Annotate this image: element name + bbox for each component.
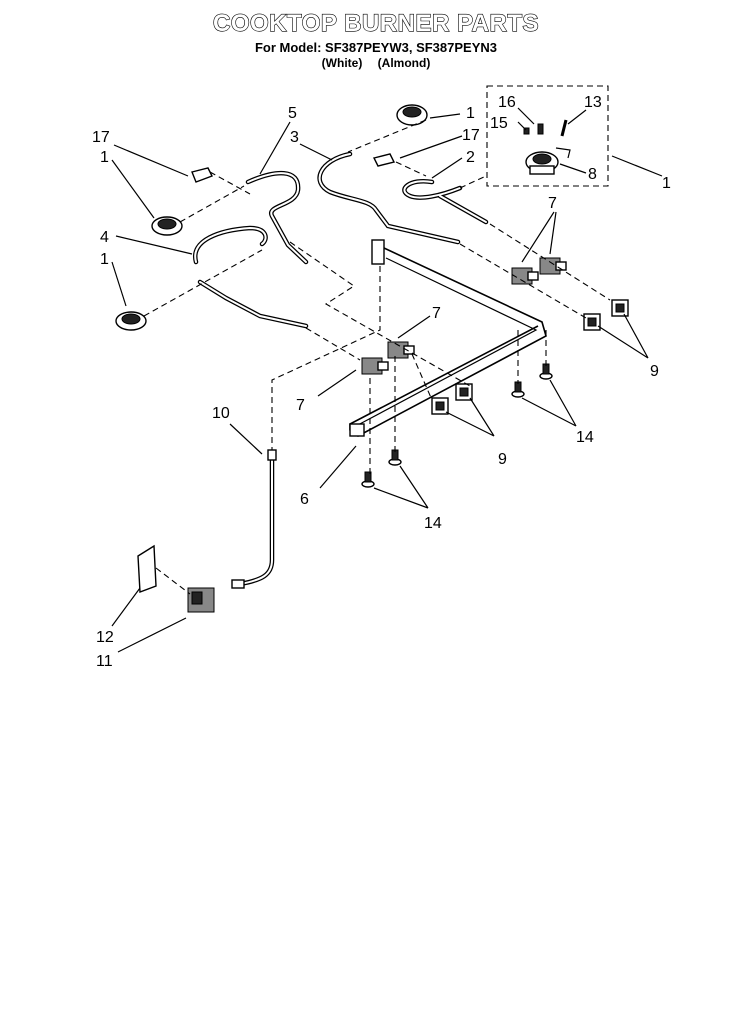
- valve-a: [361, 357, 389, 375]
- callout-labels: 17 1 4 1 5 3 1 17 2 16 15 13 8 1 7 9 7 7…: [92, 94, 671, 670]
- diagram-title: COOKTOP BURNER PARTS: [212, 9, 540, 37]
- callout-14-right: 14: [576, 429, 594, 446]
- gas-tubes: [193, 151, 489, 587]
- alignment-lines: [143, 119, 611, 595]
- burner-detail: [525, 151, 559, 175]
- callout-5: 5: [288, 105, 297, 122]
- manifold-pipe: [349, 239, 547, 437]
- callout-4: 4: [100, 229, 109, 246]
- callout-16: 16: [498, 94, 516, 111]
- brackets: [191, 153, 396, 183]
- callout-3: 3: [290, 129, 299, 146]
- regulator-assembly: [137, 449, 277, 613]
- callout-1-top: 1: [466, 105, 475, 122]
- callout-1-upper-left: 1: [100, 149, 109, 166]
- burner-rear-right: [396, 104, 428, 126]
- variant-almond: (Almond): [377, 56, 431, 70]
- valve-b: [387, 341, 415, 359]
- burner-front-left: [115, 311, 147, 331]
- callout-1-lower-left: 1: [100, 251, 109, 268]
- callout-7-left: 7: [296, 397, 305, 414]
- variant-white: (White): [321, 56, 363, 70]
- callout-8: 8: [588, 166, 597, 183]
- callout-17-left: 17: [92, 129, 110, 146]
- callout-9-lower: 9: [498, 451, 507, 468]
- valves: [361, 257, 567, 375]
- callout-9-right: 9: [650, 363, 659, 380]
- callout-7-center: 7: [432, 305, 441, 322]
- variant-line: (White) (Almond): [0, 56, 752, 70]
- callout-7-right: 7: [548, 195, 557, 212]
- callout-15: 15: [490, 115, 508, 132]
- callout-13: 13: [584, 94, 602, 111]
- callout-6: 6: [300, 491, 309, 508]
- burner-heads: [115, 104, 559, 331]
- callout-1-right: 1: [662, 175, 671, 192]
- leader-lines: [111, 107, 663, 653]
- orifice-holders: [431, 299, 629, 415]
- callout-17-right: 17: [462, 127, 480, 144]
- valve-d: [539, 257, 567, 275]
- callout-14-lower: 14: [424, 515, 442, 532]
- callout-10: 10: [212, 405, 230, 422]
- model-line: For Model: SF387PEYW3, SF387PEYN3: [254, 40, 498, 55]
- detail-hardware: [523, 119, 571, 159]
- burner-detail-box: [486, 85, 609, 187]
- valve-c: [511, 267, 539, 285]
- burner-rear-left: [151, 216, 183, 236]
- callout-12: 12: [96, 629, 114, 646]
- callout-2: 2: [466, 149, 475, 166]
- callout-11: 11: [96, 653, 113, 670]
